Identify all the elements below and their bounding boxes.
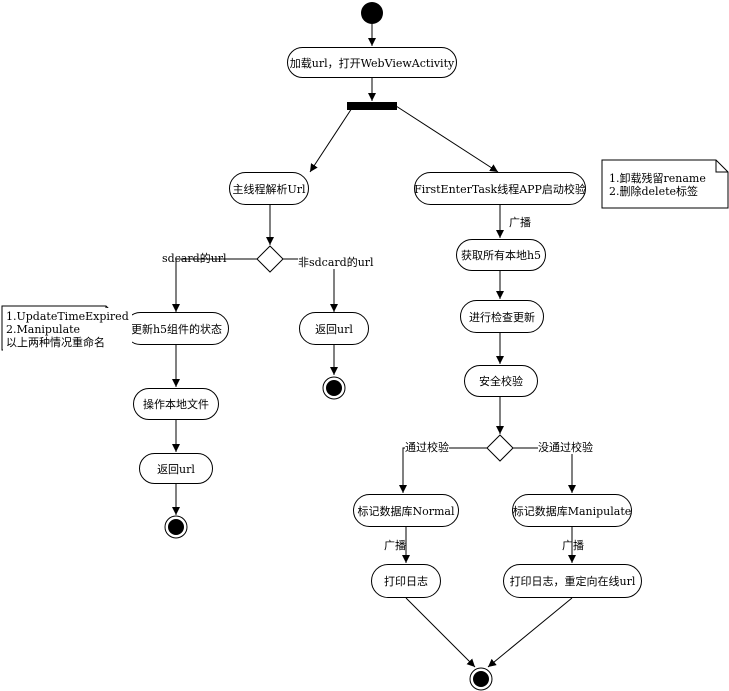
start-node	[361, 2, 383, 24]
activity-get-local-h5: 获取所有本地h5	[456, 239, 546, 271]
activity-mark-manipulate: 标记数据库Manipulate	[512, 494, 632, 527]
label-broadcast-1: 广播	[509, 216, 531, 229]
edge-printredirect-end	[487, 597, 573, 668]
edge-decision-manipulate	[513, 447, 576, 493]
note-expired-line-3: 以上两种情况重命名	[6, 336, 105, 349]
activity-check-update: 进行检查更新	[460, 300, 544, 333]
end-node-bottom	[469, 667, 493, 691]
note-rename-fold	[715, 160, 728, 173]
note-rename-line-2: 2.删除delete标签	[609, 185, 699, 198]
label-sdcard-url: sdcard的url	[162, 252, 227, 265]
activity-operate-local-file: 操作本地文件	[133, 388, 219, 420]
edge-fork-main	[309, 107, 353, 173]
note-expired: 1.UpdateTimeExpired 2.Manipulate 以上两种情况重…	[3, 308, 132, 351]
end-node-left	[164, 515, 188, 539]
note-expired-line-2: 2.Manipulate	[6, 323, 81, 336]
decision-sdcard	[256, 245, 284, 273]
activity-return-url-nonsd: 返回url	[299, 312, 369, 345]
activity-mark-normal: 标记数据库Normal	[353, 494, 459, 527]
activity-print-log-redirect: 打印日志，重定向在线url	[503, 564, 642, 598]
decision-security	[486, 434, 514, 462]
label-pass-check: 通过校验	[405, 441, 449, 454]
activity-update-h5-state: 更新h5组件的状态	[124, 312, 229, 345]
label-fail-check: 没通过校验	[538, 441, 593, 454]
note-rename-line-1: 1.卸载残留rename	[609, 172, 706, 185]
activity-return-url-sd: 返回url	[139, 453, 213, 484]
activity-main-thread-parse: 主线程解析Url	[229, 172, 309, 205]
edge-decision-sdcard	[172, 258, 257, 312]
activity-print-log: 打印日志	[371, 564, 441, 598]
activity-first-enter-task: FirstEnterTask线程APP启动校验	[414, 172, 586, 205]
end-node-mid	[322, 376, 346, 400]
note-expired-line-1: 1.UpdateTimeExpired	[6, 310, 129, 323]
label-broadcast-3: 广播	[562, 539, 584, 552]
label-broadcast-2: 广播	[384, 539, 406, 552]
note-rename: 1.卸载残留rename 2.删除delete标签	[603, 168, 712, 202]
edge-fork-task	[395, 105, 499, 173]
label-non-sdcard-url: 非sdcard的url	[298, 256, 374, 269]
edge-print-end	[405, 597, 476, 668]
fork-bar	[347, 102, 397, 110]
activity-security-check: 安全校验	[464, 365, 538, 397]
activity-load-url: 加载url，打开WebViewActivity	[287, 47, 457, 78]
edge-decision-normal	[399, 447, 487, 493]
